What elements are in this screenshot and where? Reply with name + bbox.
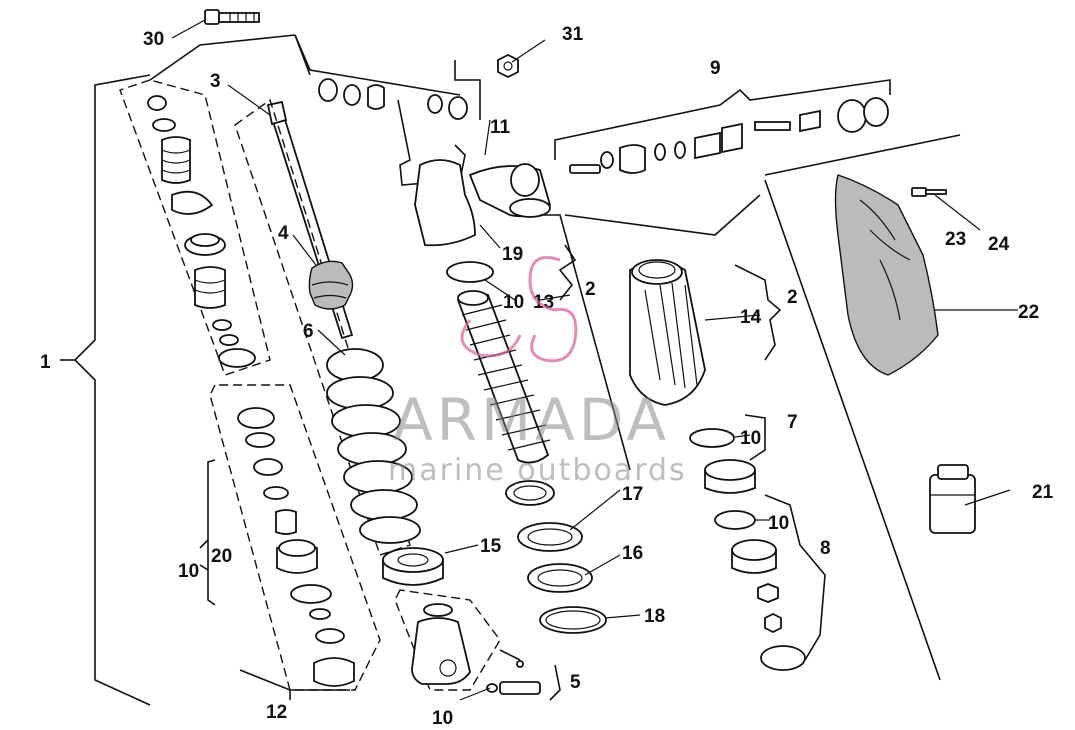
callout-labels: 30 3 4 6 1 10 20 12 31 11 9 19 10 13 2 2… xyxy=(40,24,1054,729)
callout-9: 9 xyxy=(710,58,721,79)
part-14-bellows xyxy=(629,259,706,406)
watermark: ARMADA marine outboards xyxy=(388,256,687,488)
callout-21: 21 xyxy=(1032,482,1054,503)
callout-2-right: 2 xyxy=(787,287,798,308)
callout-10-middle: 10 xyxy=(503,292,524,313)
callout-2-middle: 2 xyxy=(585,279,596,300)
part-8-kit xyxy=(714,494,826,671)
o-ring-19 xyxy=(446,261,494,283)
bolt-30-path xyxy=(149,34,296,81)
group-outline-lower-left xyxy=(209,384,381,691)
watermark-logo-icon xyxy=(460,256,578,363)
callout-16: 16 xyxy=(622,543,643,564)
bracket-20 xyxy=(207,459,216,606)
callout-30: 30 xyxy=(143,29,164,50)
callout-5: 5 xyxy=(570,672,581,693)
part-3-stack-upper xyxy=(147,95,256,368)
callout-10-right-upper: 10 xyxy=(740,428,761,449)
bracket-2-middle xyxy=(558,244,577,301)
part-15-spring-seat xyxy=(382,547,444,586)
watermark-tagline: marine outboards xyxy=(388,453,687,488)
part-23-24-screw xyxy=(911,187,947,197)
callout-7: 7 xyxy=(787,412,798,433)
part-18-washer xyxy=(539,606,607,634)
callout-19: 19 xyxy=(502,244,523,265)
part-30-bolt xyxy=(204,9,260,25)
callout-10-left: 10 xyxy=(178,561,199,582)
callout-14: 14 xyxy=(740,307,762,328)
callout-4: 4 xyxy=(278,223,289,244)
part-19-body-top xyxy=(414,159,552,247)
callout-6: 6 xyxy=(303,321,314,342)
part-11-hardware xyxy=(294,34,481,186)
callout-17: 17 xyxy=(622,484,643,505)
part-31-nut xyxy=(497,53,519,79)
callout-31: 31 xyxy=(562,24,584,45)
part-22-mud-guard xyxy=(834,174,939,376)
bracket-1 xyxy=(60,74,151,706)
callout-1: 1 xyxy=(40,352,51,373)
part-6-spring xyxy=(326,348,421,544)
callout-11: 11 xyxy=(490,117,511,138)
part-16-adjuster xyxy=(527,563,593,593)
callout-18: 18 xyxy=(644,606,665,627)
bracket-2-right xyxy=(734,264,782,361)
callout-12: 12 xyxy=(266,702,287,723)
callout-10-bottom: 10 xyxy=(432,708,453,729)
part-21-oil-bottle xyxy=(929,464,976,534)
part-17-locknut xyxy=(505,480,583,552)
part-9-adjuster-assembly xyxy=(554,79,891,174)
callout-8: 8 xyxy=(820,538,831,559)
callout-3: 3 xyxy=(210,71,221,92)
part-5-lower-eye xyxy=(394,589,561,701)
callout-15: 15 xyxy=(480,536,502,557)
callout-22: 22 xyxy=(1018,302,1039,323)
callout-24: 24 xyxy=(988,234,1010,255)
part-4-bump-stop xyxy=(308,260,354,310)
callout-23: 23 xyxy=(945,229,966,250)
watermark-brand: ARMADA xyxy=(393,386,670,454)
callout-20: 20 xyxy=(211,546,232,567)
part-7-seals xyxy=(689,414,766,494)
part-12-stack xyxy=(237,407,355,687)
callout-10-right-lower: 10 xyxy=(768,513,789,534)
group-outline-upper-left xyxy=(119,79,271,376)
bracket-9-to-14 xyxy=(564,194,761,236)
leader-lines xyxy=(171,19,1018,701)
